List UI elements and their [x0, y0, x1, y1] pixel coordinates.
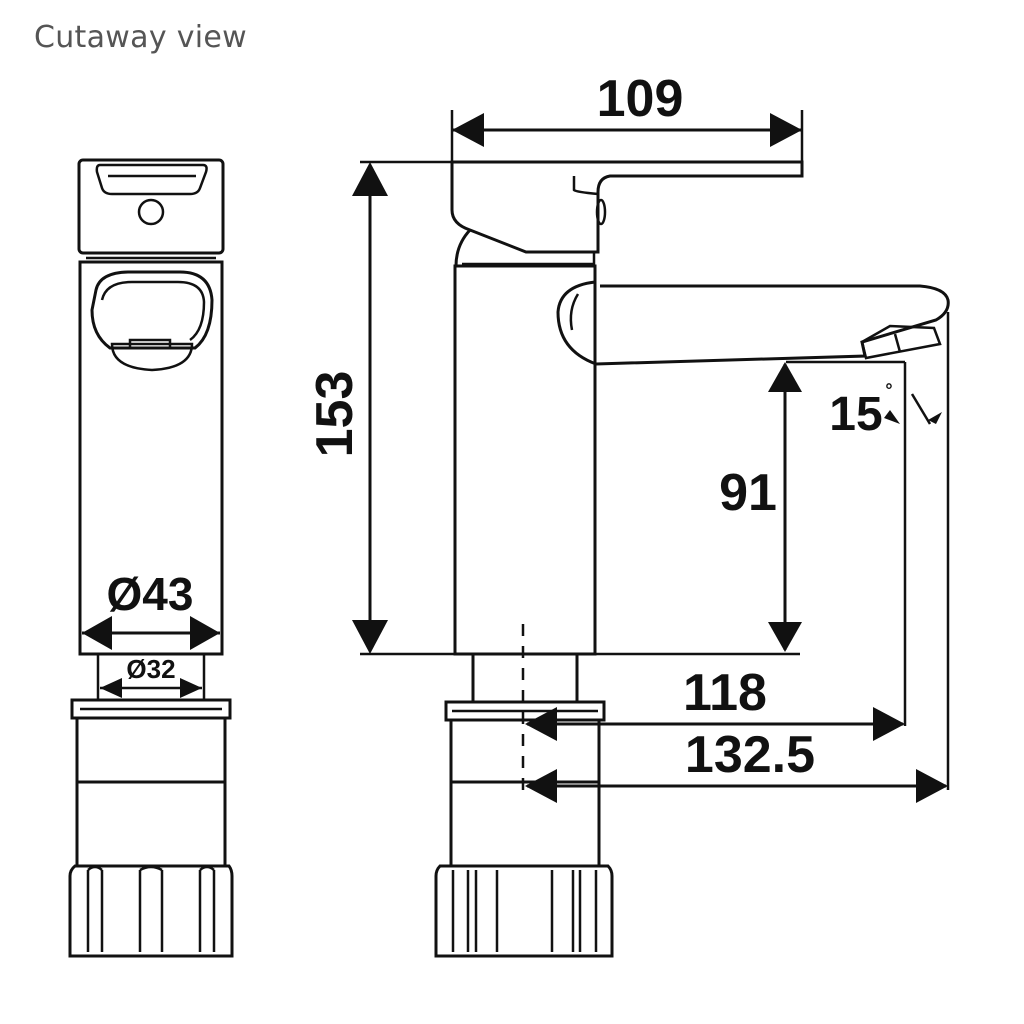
aerator	[110, 342, 194, 372]
reach-outlet-label: 118	[683, 664, 767, 722]
reach-total-label: 132.5	[685, 726, 815, 784]
front-view: 109 153 91 15 ° 118 132.5	[306, 70, 950, 958]
spout-profile	[90, 270, 214, 350]
lever-head	[77, 158, 225, 255]
mounting-nut-front	[434, 864, 614, 958]
spout-tip	[860, 324, 942, 360]
shank	[75, 716, 227, 784]
lever-handle	[450, 160, 804, 254]
spout-height-label: 91	[719, 464, 777, 522]
body-front	[453, 264, 597, 656]
total-height-label: 153	[306, 371, 364, 458]
view-title: Cutaway view	[34, 20, 247, 55]
body-side	[78, 260, 224, 656]
spout-angle-label: 15	[829, 388, 882, 441]
spout-angle-unit: °	[885, 380, 892, 400]
lever-slot	[95, 163, 208, 196]
base-stem	[471, 652, 579, 704]
body-diameter-label: Ø43	[107, 568, 194, 620]
base-diameter-label: Ø32	[126, 654, 175, 684]
spout	[556, 280, 950, 366]
mounting-nut	[68, 864, 234, 958]
lever-length-label: 109	[597, 70, 684, 128]
lever-pin-icon	[137, 198, 165, 226]
side-view: Ø43 Ø32	[68, 158, 234, 958]
